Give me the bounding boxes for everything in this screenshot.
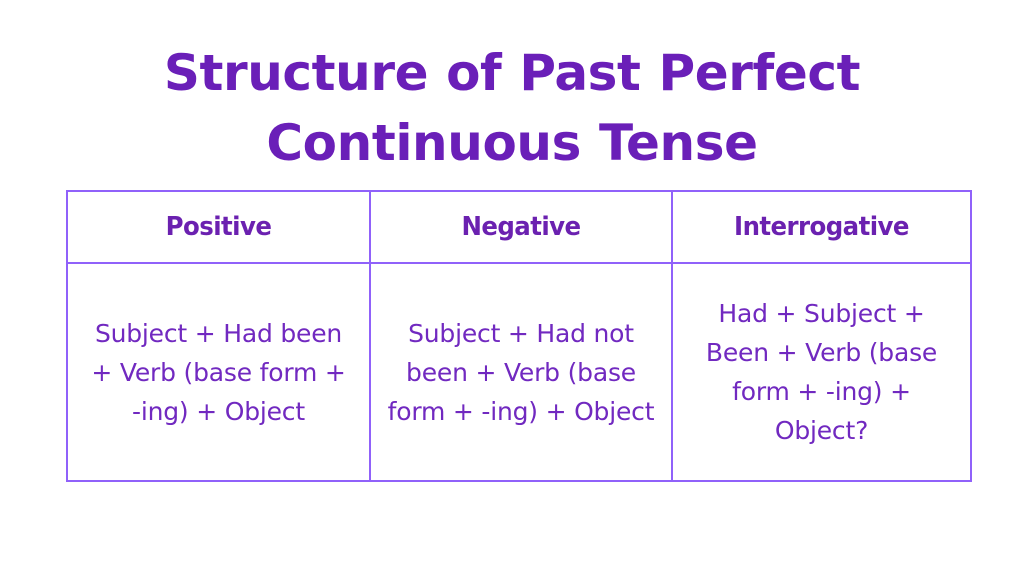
table-header-row-group: Positive Negative Interrogative	[66, 190, 972, 264]
table-header-cell-interrogative: Interrogative	[671, 190, 972, 264]
table-header-row: Positive Negative Interrogative	[66, 190, 972, 264]
table-cell-interrogative: Had + Subject + Been + Verb (base form +…	[671, 262, 972, 482]
table-cell-negative: Subject + Had not been + Verb (base form…	[369, 262, 673, 482]
table-header-label-positive: Positive	[165, 212, 272, 242]
table-header-cell-positive: Positive	[66, 190, 371, 264]
table-cell-text-positive: Subject + Had been + Verb (base form + -…	[91, 318, 346, 426]
table-cell-text-negative: Subject + Had not been + Verb (base form…	[387, 318, 655, 426]
table-header-label-negative: Negative	[461, 212, 581, 242]
table-row: Subject + Had been + Verb (base form + -…	[66, 262, 972, 482]
table-header-label-interrogative: Interrogative	[734, 212, 909, 242]
table-body: Subject + Had been + Verb (base form + -…	[66, 262, 972, 482]
structure-table: Positive Negative Interrogative Subject …	[66, 190, 972, 482]
page-title-line-1: Structure of Past Perfect	[163, 44, 861, 102]
table-cell-positive: Subject + Had been + Verb (base form + -…	[66, 262, 371, 482]
page-title-line-2: Continuous Tense	[266, 114, 758, 172]
page-title: Structure of Past Perfect Continuous Ten…	[0, 38, 1024, 178]
table-header-cell-negative: Negative	[369, 190, 673, 264]
table-cell-text-interrogative: Had + Subject + Been + Verb (base form +…	[705, 299, 938, 445]
structure-table-container: Positive Negative Interrogative Subject …	[66, 190, 972, 482]
